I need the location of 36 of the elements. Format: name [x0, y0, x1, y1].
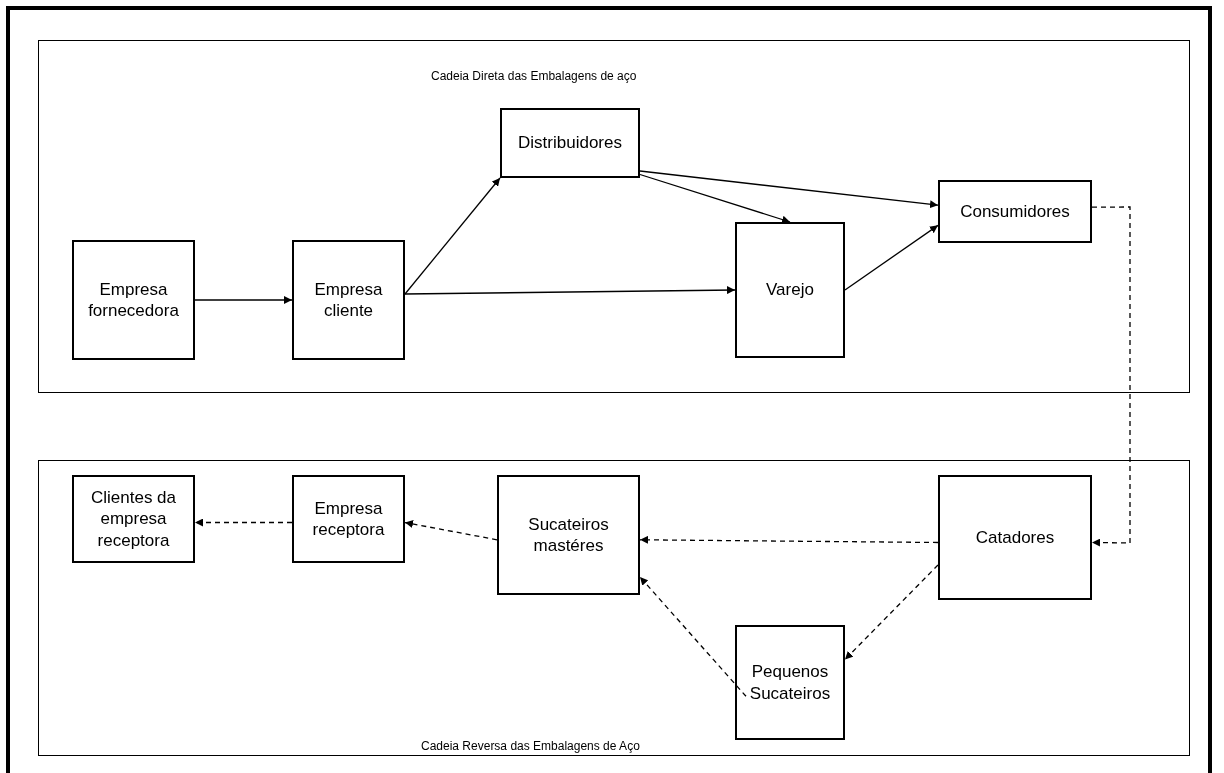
- arrow: [194, 296, 293, 304]
- process-box: [938, 180, 1092, 243]
- arrow: [404, 286, 736, 295]
- box-label: Distribuidores: [518, 132, 622, 154]
- process-box: [497, 475, 640, 595]
- dashed-arrow: [404, 520, 498, 541]
- box-label: Empresa cliente: [313, 278, 384, 322]
- chain-panel: [38, 460, 1190, 756]
- process-box: [500, 108, 640, 178]
- dashed-arrow: [639, 576, 747, 697]
- panel-title: Cadeia Reversa das Embalagens de Aço: [421, 739, 640, 753]
- process-box: [72, 240, 195, 360]
- box-label: Consumidores: [960, 200, 1070, 223]
- panel-title: Cadeia Direta das Embalagens de aço: [431, 69, 637, 83]
- arrow: [639, 170, 939, 209]
- dashed-arrow: [844, 564, 939, 661]
- box-label: Catadores: [975, 526, 1055, 549]
- box-label: Varejo: [766, 279, 814, 301]
- dashed-arrow: [194, 518, 293, 527]
- chain-panel: [38, 40, 1190, 393]
- box-label: Pequenos Sucateiros: [748, 661, 832, 704]
- process-box: [735, 222, 845, 358]
- process-box: [292, 240, 405, 360]
- arrow: [404, 177, 501, 295]
- box-label: Empresa fornecedora: [87, 278, 180, 322]
- process-box: [735, 625, 845, 740]
- process-box: [938, 475, 1092, 600]
- process-box: [292, 475, 405, 563]
- box-label: Empresa receptora: [311, 497, 386, 541]
- dashed-arrow: [1091, 206, 1131, 547]
- process-box: [72, 475, 195, 563]
- dashed-arrow: [639, 535, 939, 544]
- box-label: Clientes da empresa receptora: [89, 487, 178, 551]
- arrow: [639, 173, 791, 224]
- box-label: Sucateiros mastéres: [527, 513, 610, 557]
- arrow: [844, 224, 939, 291]
